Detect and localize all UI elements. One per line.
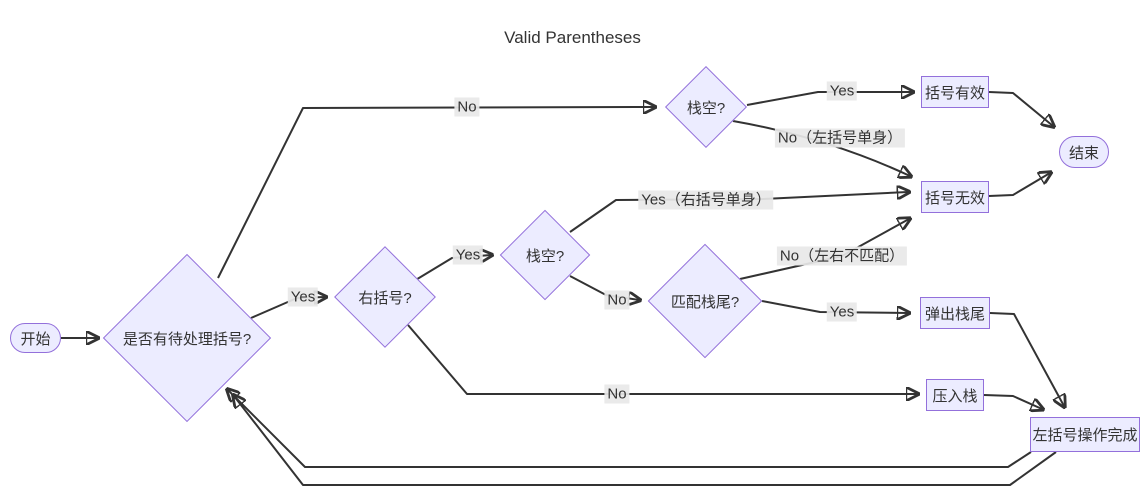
node-match-tail-label: 匹配栈尾? [670, 293, 740, 311]
edge-label-pending-yes: Yes [287, 287, 319, 307]
edge-label-right-paren-yes: Yes [452, 245, 484, 265]
node-stack-empty-mid: 栈空? [499, 209, 591, 301]
node-start-label: 开始 [20, 330, 51, 348]
node-right-paren-label: 右括号? [358, 289, 412, 307]
edge-label-pending-no: No [454, 97, 480, 117]
node-end-label: 结束 [1068, 144, 1099, 162]
edge-invalid-to-end [988, 173, 1050, 197]
node-pending-label: 是否有待处理括号? [122, 330, 252, 348]
edge-label-match-tail-yes: Yes [826, 302, 858, 322]
node-push-label: 压入栈 [932, 387, 978, 405]
node-end: 结束 [1059, 136, 1109, 168]
edge-push-to-left-done [983, 394, 1042, 409]
node-stack-empty-top-label: 栈空? [686, 99, 726, 117]
edge-pop-tail-to-left-done [989, 312, 1064, 406]
node-valid-label: 括号有效 [924, 84, 985, 102]
node-stack-empty-mid-label: 栈空? [525, 247, 565, 265]
node-right-paren: 右括号? [334, 246, 436, 348]
edge-match-tail-to-pop-tail [761, 300, 908, 313]
node-left-done: 左括号操作完成 [1030, 417, 1140, 452]
edge-left-done-to-pending-2 [234, 396, 1057, 486]
edge-valid-to-end [988, 91, 1053, 126]
edge-label-match-tail-no: No（左右不匹配） [776, 246, 908, 266]
edge-label-right-paren-no: No [604, 384, 630, 404]
edge-label-stack-empty-top-no: No（左括号单身） [774, 128, 906, 148]
edge-left-done-to-pending-1 [228, 390, 1032, 468]
node-match-tail: 匹配栈尾? [647, 243, 763, 359]
edge-stack-empty-top-to-valid [746, 92, 912, 106]
node-stack-empty-top: 栈空? [664, 65, 748, 149]
edge-label-stack-empty-mid-yes: Yes（右括号单身） [638, 190, 774, 210]
edge-pending-to-stack-empty-top [217, 107, 654, 279]
node-pop-tail-label: 弹出栈尾 [924, 305, 985, 323]
node-valid: 括号有效 [921, 76, 989, 108]
node-pop-tail: 弹出栈尾 [920, 297, 990, 329]
node-start: 开始 [10, 323, 61, 353]
edge-label-stack-empty-top-yes: Yes [826, 81, 858, 101]
diagram-title: Valid Parentheses [504, 28, 641, 47]
node-invalid-label: 括号无效 [924, 189, 985, 207]
node-push: 压入栈 [926, 379, 984, 411]
node-invalid: 括号无效 [921, 181, 989, 213]
edge-label-stack-empty-mid-no: No [604, 290, 630, 310]
node-left-done-label: 左括号操作完成 [1032, 427, 1138, 444]
node-pending: 是否有待处理括号? [102, 253, 272, 423]
edge-right-paren-to-push [407, 324, 917, 394]
